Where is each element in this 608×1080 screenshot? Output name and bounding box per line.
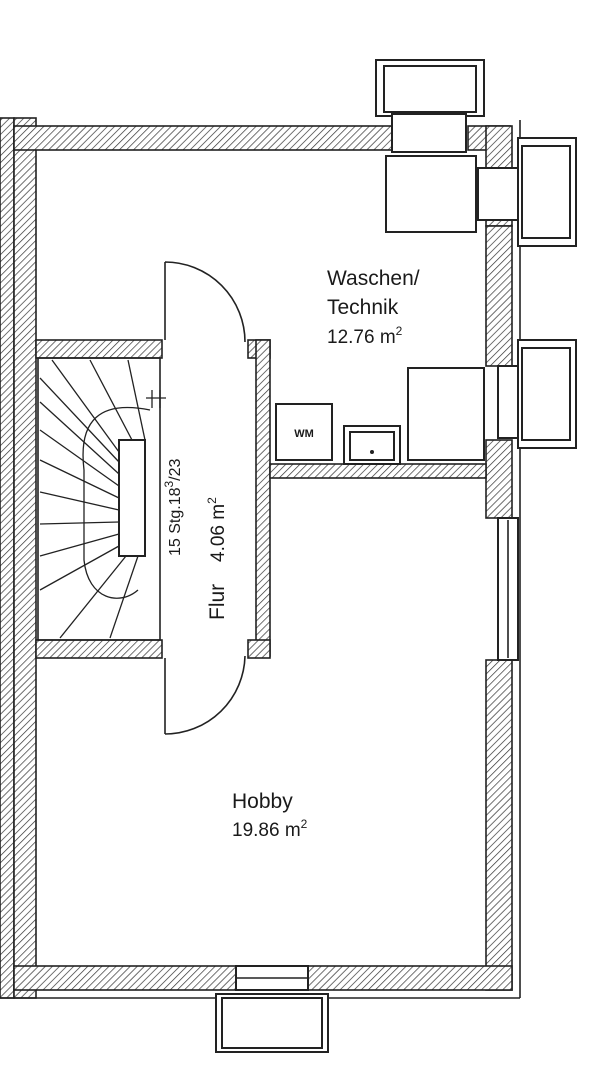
room-labels: Waschen/ Technik 12.76 m2 Hobby 19.86 m2… bbox=[162, 267, 420, 841]
flur-door-bottom bbox=[164, 655, 246, 735]
stair-bottom-wall bbox=[35, 639, 163, 659]
stair-label: 15 Stg.183/23 bbox=[162, 458, 184, 556]
flur-door-top bbox=[164, 261, 246, 343]
doors bbox=[164, 261, 246, 735]
room-hobby-area: 19.86 m2 bbox=[232, 817, 308, 841]
fixtures: WM bbox=[275, 155, 485, 465]
bottom-wall-right bbox=[307, 965, 513, 991]
room-waschen-line2: Technik bbox=[327, 296, 399, 319]
flur-right-wall-long bbox=[255, 339, 271, 657]
technik-cabinet bbox=[407, 367, 485, 461]
flur-right-wall-bottom bbox=[247, 639, 271, 659]
waschen-hobby-wall bbox=[269, 463, 487, 479]
washing-machine bbox=[275, 403, 333, 461]
top-wall-left bbox=[13, 125, 393, 151]
right-wall-mid bbox=[485, 439, 513, 519]
washing-machine-label: WM bbox=[294, 428, 314, 440]
room-hobby-name: Hobby bbox=[232, 790, 293, 813]
windows bbox=[215, 59, 577, 1053]
room-flur-area: 4.06 m2 bbox=[205, 497, 229, 562]
stair-top-wall bbox=[35, 339, 163, 359]
stair-walk-line bbox=[82, 406, 151, 599]
right-wall-upper bbox=[485, 225, 513, 367]
left-wall bbox=[13, 117, 37, 999]
left-outer-wall bbox=[0, 117, 15, 999]
interior-walls bbox=[35, 339, 487, 659]
boiler-unit bbox=[385, 155, 477, 233]
room-flur-name: Flur bbox=[206, 584, 229, 620]
room-waschen-area: 12.76 m2 bbox=[327, 324, 403, 348]
stair-well bbox=[37, 357, 161, 641]
room-waschen-line1: Waschen/ bbox=[327, 267, 420, 290]
bottom-wall-left bbox=[13, 965, 237, 991]
staircase bbox=[37, 357, 166, 641]
stair-core bbox=[118, 439, 146, 557]
right-wall-lower bbox=[485, 659, 513, 991]
